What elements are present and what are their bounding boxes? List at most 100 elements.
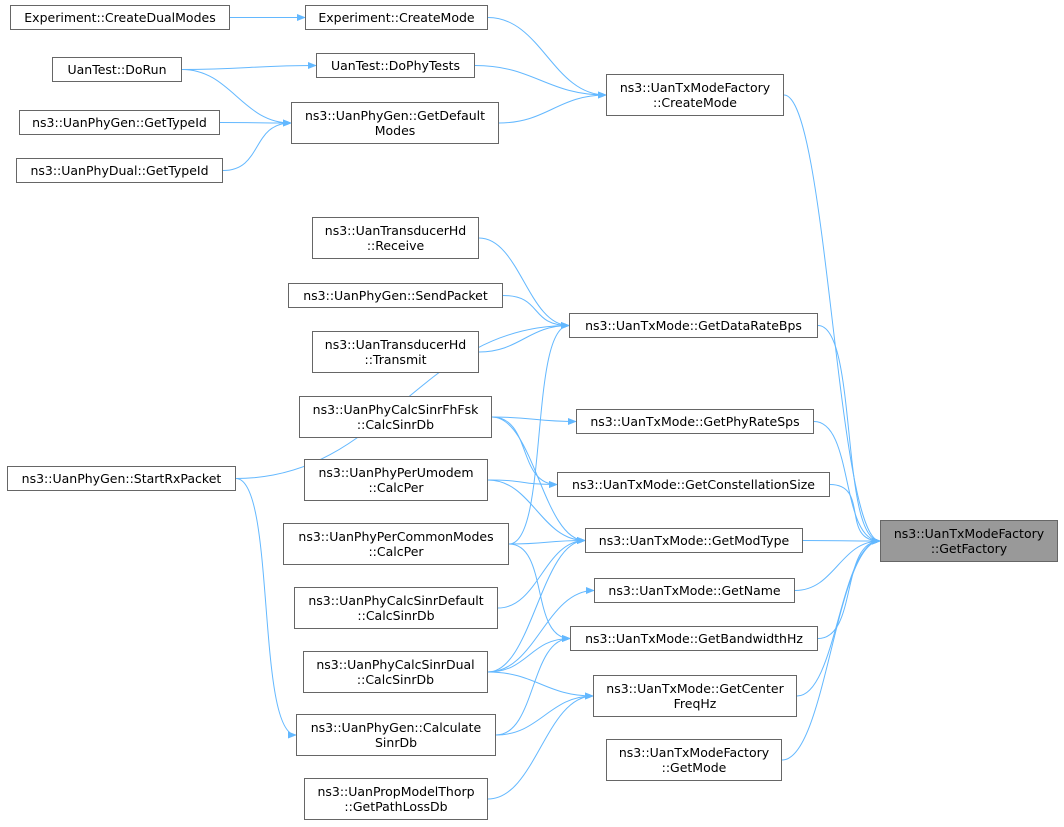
edge-do_run-to-get_default_modes [181, 69, 292, 127]
edge-send_packet-to-get_data_rate_bps [502, 295, 570, 330]
node-line: ns3::UanPhyGen::GetTypeId [32, 115, 207, 130]
node-line: ns3::UanPhyGen::StartRxPacket [21, 471, 222, 486]
edge-get_mod_type-to-get_factory [802, 537, 881, 545]
node-get-factory-root: ns3::UanTxModeFactory::GetFactory [880, 520, 1058, 562]
edge-fhfsk_calc_sinr-to-get_constellation_size [491, 416, 558, 489]
node-get-mod-type[interactable]: ns3::UanTxMode::GetModType [585, 528, 803, 553]
node-fhfsk-calc-sinr[interactable]: ns3::UanPhyCalcSinrFhFsk::CalcSinrDb [299, 396, 492, 438]
edge-do_run-to-do_phy_tests [181, 61, 317, 70]
node-line: Experiment::CreateMode [318, 10, 475, 25]
edge-fhfsk_calc_sinr-to-get_phy_rate_sps [491, 416, 577, 426]
edge-dual_calc_sinr-to-get_name [487, 586, 595, 673]
edge-path_loss_db-to-get_center_freq [487, 692, 594, 800]
node-line: ::CalcSinrDb [356, 672, 435, 687]
node-line: ns3::UanTransducerHd [324, 337, 467, 352]
node-factory-create-mode[interactable]: ns3::UanTxModeFactory::CreateMode [606, 74, 784, 116]
node-line: ns3::UanTxModeFactory [618, 745, 770, 760]
node-get-phy-rate-sps[interactable]: ns3::UanTxMode::GetPhyRateSps [576, 409, 814, 434]
node-factory-get-mode[interactable]: ns3::UanTxModeFactory::GetMode [606, 739, 782, 781]
edge-get_constellation_size-to-get_factory [829, 484, 881, 545]
node-do-run[interactable]: UanTest::DoRun [52, 57, 182, 82]
node-line: ns3::UanTxMode::GetDataRateBps [585, 318, 802, 333]
node-line: ns3::UanPhyDual::GetTypeId [30, 163, 209, 178]
node-line: ns3::UanPhyCalcSinrDual [316, 657, 475, 672]
node-line: ns3::UanTxModeFactory [893, 526, 1045, 541]
node-line: ns3::UanTxMode::GetPhyRateSps [590, 414, 800, 429]
node-line: Modes [374, 123, 416, 138]
edge-phy_gen_calculate_sinr-to-get_bandwidth_hz [495, 634, 571, 736]
node-line: ::Receive [366, 238, 425, 253]
edge-get_data_rate_bps-to-get_factory [817, 325, 881, 545]
node-line: Experiment::CreateDualModes [24, 10, 216, 25]
node-line: ::CalcPer [368, 544, 424, 559]
node-umodem-calc-per[interactable]: ns3::UanPhyPerUmodem::CalcPer [304, 459, 488, 501]
edge-get_bandwidth_hz-to-get_factory [817, 537, 881, 639]
edge-common_modes_calc_per-to-get_data_rate_bps [508, 321, 570, 545]
node-line: ns3::UanPhyPerUmodem [318, 465, 474, 480]
node-line: ns3::UanTxMode::GetBandwidthHz [585, 631, 803, 646]
node-line: UanTest::DoRun [67, 62, 167, 77]
node-phy-gen-get-type-id[interactable]: ns3::UanPhyGen::GetTypeId [19, 110, 220, 135]
edge-fhfsk_calc_sinr-to-get_mod_type [491, 416, 586, 545]
node-create-dual-modes[interactable]: Experiment::CreateDualModes [10, 5, 230, 30]
node-start-rx-packet[interactable]: ns3::UanPhyGen::StartRxPacket [7, 466, 236, 491]
edge-phy_gen_get_type_id-to-get_default_modes [219, 119, 292, 127]
edge-phy_gen_calculate_sinr-to-get_center_freq [495, 692, 594, 736]
node-line: ns3::UanTxMode::GetName [608, 583, 781, 598]
edge-umodem_calc_per-to-get_constellation_size [487, 479, 558, 489]
node-path-loss-db[interactable]: ns3::UanPropModelThorp::GetPathLossDb [304, 778, 488, 820]
node-line: ns3::UanPhyCalcSinrDefault [308, 593, 484, 608]
edge-get_name-to-get_factory [794, 537, 881, 591]
node-line: ::CalcSinrDb [356, 417, 435, 432]
node-line: SinrDb [374, 735, 418, 750]
node-get-bandwidth-hz[interactable]: ns3::UanTxMode::GetBandwidthHz [570, 626, 818, 651]
edge-dual_calc_sinr-to-get_mod_type [487, 536, 586, 673]
node-line: ns3::UanTxModeFactory [619, 80, 771, 95]
edge-common_modes_calc_per-to-get_mod_type [508, 536, 586, 545]
edge-factory_create_mode-to-get_factory [783, 94, 881, 545]
node-phy-dual-get-type-id[interactable]: ns3::UanPhyDual::GetTypeId [16, 158, 223, 183]
node-dual-calc-sinr[interactable]: ns3::UanPhyCalcSinrDual::CalcSinrDb [303, 651, 488, 693]
node-line: UanTest::DoPhyTests [330, 58, 461, 73]
node-do-phy-tests[interactable]: UanTest::DoPhyTests [316, 53, 475, 78]
node-line: ::GetFactory [930, 541, 1008, 556]
node-get-name[interactable]: ns3::UanTxMode::GetName [594, 578, 795, 603]
node-line: ns3::UanTxMode::GetConstellationSize [572, 477, 815, 492]
node-common-modes-calc-per[interactable]: ns3::UanPhyPerCommonModes::CalcPer [283, 523, 509, 565]
edge-get_phy_rate_sps-to-get_factory [813, 421, 881, 545]
edge-phy_dual_get_type_id-to-get_default_modes [222, 119, 292, 171]
node-experiment-create-mode[interactable]: Experiment::CreateMode [305, 5, 488, 30]
edge-dual_calc_sinr-to-get_bandwidth_hz [487, 634, 571, 673]
edge-umodem_calc_per-to-get_mod_type [487, 479, 586, 545]
node-transducer-transmit[interactable]: ns3::UanTransducerHd::Transmit [312, 331, 479, 373]
node-send-packet[interactable]: ns3::UanPhyGen::SendPacket [288, 283, 503, 308]
edge-get_center_freq-to-get_factory [796, 537, 881, 697]
edge-dual_calc_sinr-to-get_center_freq [487, 671, 594, 700]
node-line: ns3::UanTxMode::GetCenter [606, 681, 784, 696]
node-line: ns3::UanPhyCalcSinrFhFsk [312, 402, 479, 417]
edge-transducer_receive-to-get_data_rate_bps [478, 237, 570, 330]
node-line: ns3::UanPhyPerCommonModes [298, 529, 494, 544]
node-default-calc-sinr[interactable]: ns3::UanPhyCalcSinrDefault::CalcSinrDb [294, 587, 498, 629]
node-line: ns3::UanTransducerHd [324, 223, 467, 238]
node-line: ::GetPathLossDb [344, 799, 448, 814]
node-get-data-rate-bps[interactable]: ns3::UanTxMode::GetDataRateBps [569, 313, 818, 338]
node-line: ::CreateMode [652, 95, 737, 110]
node-line: FreqHz [673, 696, 717, 711]
node-line: ns3::UanPropModelThorp [317, 784, 475, 799]
node-get-constellation-size[interactable]: ns3::UanTxMode::GetConstellationSize [557, 472, 830, 497]
edge-default_calc_sinr-to-get_mod_type [497, 536, 586, 609]
node-line: ns3::UanTxMode::GetModType [598, 533, 790, 548]
edge-transducer_transmit-to-get_data_rate_bps [478, 321, 570, 353]
node-line: ::GetMode [661, 760, 727, 775]
node-line: ns3::UanPhyGen::Calculate [310, 720, 482, 735]
edge-start_rx_packet-to-phy_gen_calculate_sinr [235, 478, 297, 739]
edge-factory_get_mode-to-get_factory [781, 537, 881, 761]
edge-common_modes_calc_per-to-get_bandwidth_hz [508, 543, 571, 643]
node-line: ::CalcSinrDb [357, 608, 435, 623]
node-transducer-receive[interactable]: ns3::UanTransducerHd::Receive [312, 217, 479, 259]
